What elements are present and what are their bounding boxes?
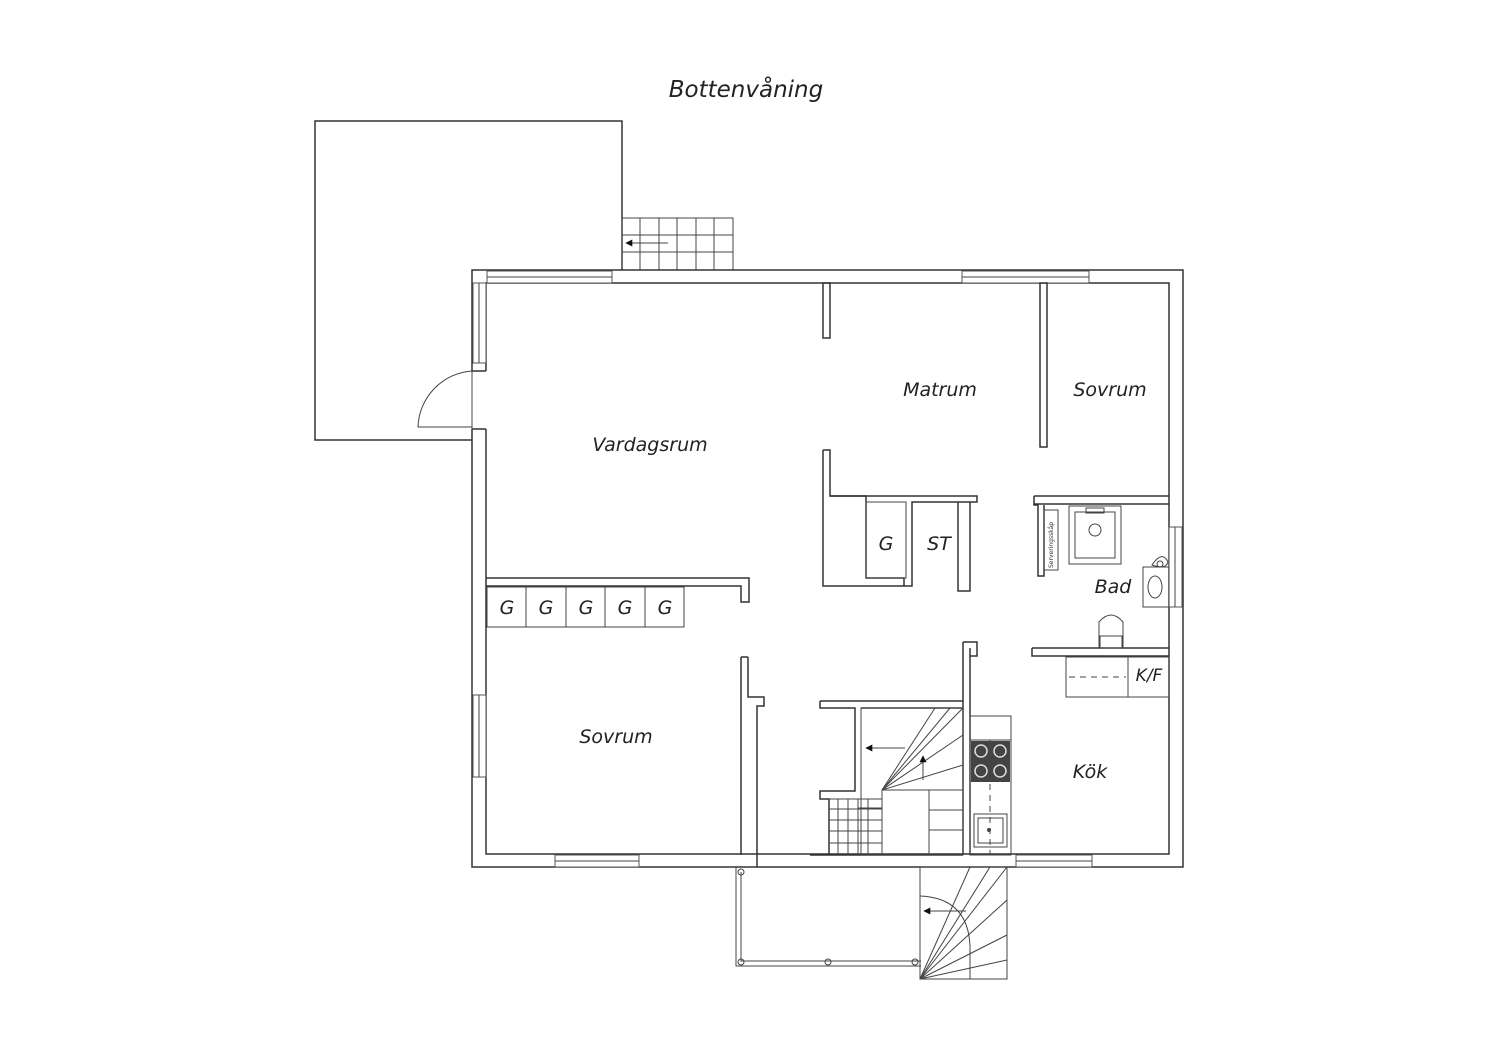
room-label-sovrum-upper: Sovrum: [1073, 379, 1146, 401]
room-labels: Vardagsrum Matrum Sovrum Sovrum Bad Kök …: [579, 379, 1162, 783]
wardrobe-label: G: [539, 597, 554, 619]
room-label-vardagsrum: Vardagsrum: [592, 434, 707, 456]
washbasin: [1142, 566, 1170, 608]
shower-drain-icon: [1088, 523, 1102, 537]
wardrobe-label: G: [618, 597, 633, 619]
terrace: [314, 120, 623, 441]
internal-staircase: [829, 707, 964, 856]
interior-walls: [486, 282, 1169, 867]
entrance-stairs-top: [621, 217, 734, 271]
toilet: [1098, 614, 1124, 648]
shower: [1068, 505, 1122, 565]
room-label-kf: K/F: [1136, 666, 1163, 686]
serving-cabinet: [1043, 509, 1059, 571]
room-label-sovrum-lower: Sovrum: [579, 726, 652, 748]
room-label-g-hall: G: [879, 533, 894, 555]
room-label-st: ST: [927, 533, 952, 555]
floor-title: Bottenvåning: [669, 75, 823, 103]
bathroom-fixtures: Serveringsskåp: [1043, 505, 1170, 649]
windows: [472, 270, 1183, 868]
kitchen-fixtures: [969, 656, 1170, 856]
room-label-bad: Bad: [1095, 576, 1133, 598]
wardrobe-label: G: [658, 597, 673, 619]
fridge-freezer: [1065, 656, 1170, 698]
entry-door[interactable]: [417, 370, 488, 430]
serving-cabinet-label: Serveringsskåp: [1048, 522, 1055, 568]
towel-rail-icon: [1151, 556, 1169, 568]
wardrobe-row: G G G G G: [486, 586, 685, 628]
kitchen-sink-icon: [973, 813, 1008, 848]
wardrobe-label: G: [579, 597, 594, 619]
porch: [735, 867, 921, 967]
entrance-stairs-bottom: [919, 866, 1008, 980]
room-label-kok: Kök: [1073, 761, 1108, 783]
wardrobe-label: G: [500, 597, 515, 619]
room-label-matrum: Matrum: [903, 379, 977, 401]
